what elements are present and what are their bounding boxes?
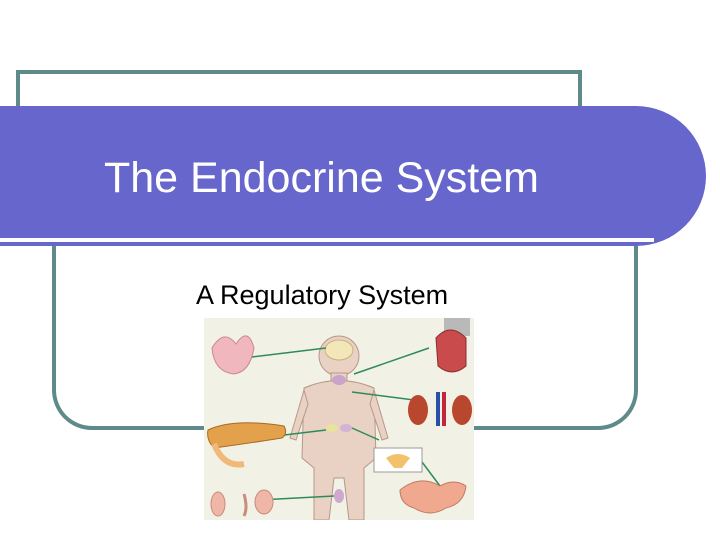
title-underline [0, 238, 654, 242]
title-band [0, 106, 706, 246]
slide-frame-top [16, 70, 582, 130]
slide-subtitle: A Regulatory System [196, 280, 449, 310]
endocrine-glands-diagram-icon [204, 318, 474, 520]
slide-title: The Endocrine System [104, 154, 539, 202]
